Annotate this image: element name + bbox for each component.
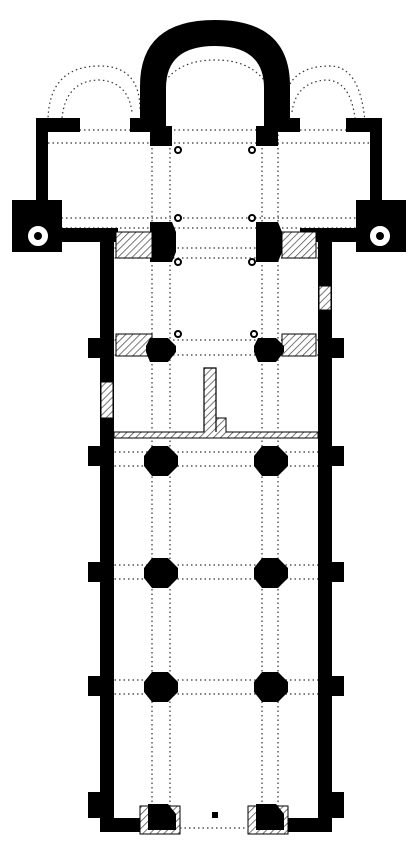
hatched-sections bbox=[100, 231, 332, 835]
nave-piers bbox=[144, 330, 288, 830]
crossing-piers bbox=[150, 126, 282, 266]
walls bbox=[12, 20, 406, 832]
